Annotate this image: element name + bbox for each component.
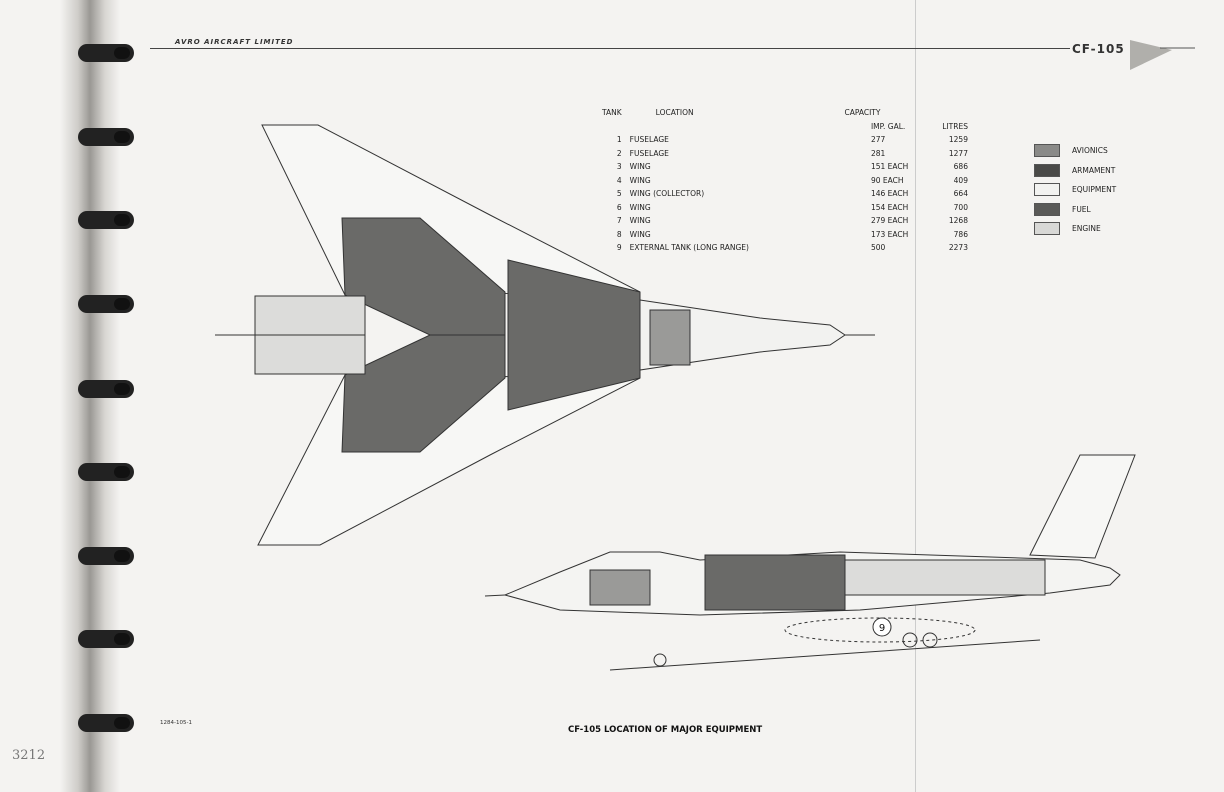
binder-ring — [78, 295, 134, 313]
tank-number: 4 — [616, 175, 622, 185]
side-avionics — [589, 569, 651, 606]
legend-label: ARMAMENT — [1072, 165, 1116, 175]
model-title: CF-105 — [1072, 42, 1125, 56]
legend-item: AVIONICS — [1034, 141, 1116, 161]
header-litres: LITRES — [942, 121, 968, 131]
tank-number: 3 — [616, 162, 622, 172]
tank-number: 8 — [616, 229, 622, 239]
tail-fin — [1029, 454, 1136, 559]
legend-item: ENGINE — [1034, 219, 1116, 239]
fuel-tanks-lower — [341, 334, 506, 453]
tank-location: WING — [629, 216, 651, 226]
legend-label: ENGINE — [1072, 224, 1101, 234]
legend-swatch — [1034, 144, 1060, 158]
tank-marker-label: 9 — [879, 623, 885, 634]
tank-imp-gal: 146 EACH — [870, 189, 909, 199]
tank-number: 9 — [616, 243, 622, 253]
tank-litres: 700 — [953, 202, 968, 212]
plan-view — [215, 124, 875, 546]
tank-imp-gal: 279 EACH — [870, 216, 909, 226]
tank-imp-gal: 281 — [870, 148, 886, 158]
tank-location: WING — [629, 162, 651, 172]
side-view — [484, 454, 1136, 671]
tank-location: WING — [629, 202, 651, 212]
page-fold — [915, 0, 916, 792]
tank-litres: 664 — [953, 189, 968, 199]
delta-logo — [1130, 40, 1172, 70]
tank-litres: 1268 — [948, 216, 968, 226]
binder-ring — [78, 128, 134, 146]
binder-ring — [78, 714, 134, 732]
tank-litres: 2273 — [948, 243, 968, 253]
binder-ring — [78, 463, 134, 481]
table-row: 9 EXTERNAL TANK (LONG RANGE) 500 2273 — [598, 241, 972, 255]
binder-ring — [78, 380, 134, 398]
legend-swatch — [1034, 163, 1060, 177]
header-capacity: CAPACITY — [844, 108, 881, 118]
forward-fuselage — [639, 299, 846, 371]
side-nose-probe — [484, 594, 506, 597]
tank-number: 5 — [616, 189, 622, 199]
tank-number: 1 — [616, 135, 622, 145]
legend-swatch — [1034, 183, 1060, 197]
tank-litres: 786 — [953, 229, 968, 239]
legend-swatch — [1034, 222, 1060, 236]
header-tank: TANK — [602, 108, 622, 118]
tank-imp-gal: 154 EACH — [870, 202, 909, 212]
header-imp-gal: IMP. GAL. — [870, 121, 906, 131]
intake-fuel — [507, 259, 641, 411]
table-row: 5 WING (COLLECTOR) 146 EACH 664 — [598, 187, 972, 201]
binder-ring — [78, 211, 134, 229]
tank-location: WING — [629, 175, 651, 185]
header-rule — [150, 48, 1070, 49]
tank-location: WING (COLLECTOR) — [629, 189, 705, 199]
tank-number: 6 — [616, 202, 622, 212]
tank-litres: 686 — [953, 162, 968, 172]
tank-imp-gal: 90 EACH — [870, 175, 904, 185]
binder-ring — [78, 630, 134, 648]
table-row: 4 WING 90 EACH 409 — [598, 174, 972, 188]
legend-item: EQUIPMENT — [1034, 180, 1116, 200]
table-row: 1 FUSELAGE 277 1259 — [598, 133, 972, 147]
table-row: 7 WING 279 EACH 1268 — [598, 214, 972, 228]
doc-number: 1284-105-1 — [160, 720, 192, 726]
tank-imp-gal: 500 — [870, 243, 886, 253]
tank-number: 2 — [616, 148, 622, 158]
avionics-bay — [649, 309, 691, 366]
legend-item: FUEL — [1034, 200, 1116, 220]
tank-imp-gal: 173 EACH — [870, 229, 909, 239]
tank-litres: 1277 — [948, 148, 968, 158]
legend-label: AVIONICS — [1072, 146, 1108, 156]
legend-label: FUEL — [1072, 204, 1091, 214]
legend: AVIONICS ARMAMENT EQUIPMENT FUEL ENGINE — [1034, 141, 1116, 239]
company-name: AVRO AIRCRAFT LIMITED — [175, 38, 294, 46]
header-location: LOCATION — [655, 108, 694, 118]
tank-marker-circle — [872, 617, 892, 637]
figure-caption: CF-105 LOCATION OF MAJOR EQUIPMENT — [568, 725, 763, 735]
tank-capacity-table: TANK LOCATION CAPACITY IMP. GAL. LITRES … — [598, 106, 972, 255]
tank-litres: 409 — [953, 175, 968, 185]
table-row: 6 WING 154 EACH 700 — [598, 201, 972, 215]
tank-number: 7 — [616, 216, 622, 226]
table-row: 8 WING 173 EACH 786 — [598, 228, 972, 242]
binder-ring — [78, 547, 134, 565]
tank-location: FUSELAGE — [629, 148, 669, 158]
tank-litres: 1259 — [948, 135, 968, 145]
legend-label: EQUIPMENT — [1072, 185, 1117, 195]
external-tank — [784, 617, 976, 643]
binder-ring — [78, 44, 134, 62]
tank-location: FUSELAGE — [629, 135, 669, 145]
table-row: 2 FUSELAGE 281 1277 — [598, 147, 972, 161]
handwritten-page-number: 3212 — [12, 748, 46, 763]
tank-location: WING — [629, 229, 651, 239]
legend-item: ARMAMENT — [1034, 161, 1116, 181]
side-engine — [844, 559, 1046, 596]
tank-imp-gal: 277 — [870, 135, 886, 145]
tank-imp-gal: 151 EACH — [870, 162, 909, 172]
tank-location: EXTERNAL TANK (LONG RANGE) — [629, 243, 749, 253]
side-fuel — [704, 554, 846, 611]
legend-swatch — [1034, 202, 1060, 216]
ground-line — [609, 639, 1041, 671]
table-row: 3 WING 151 EACH 686 — [598, 160, 972, 174]
